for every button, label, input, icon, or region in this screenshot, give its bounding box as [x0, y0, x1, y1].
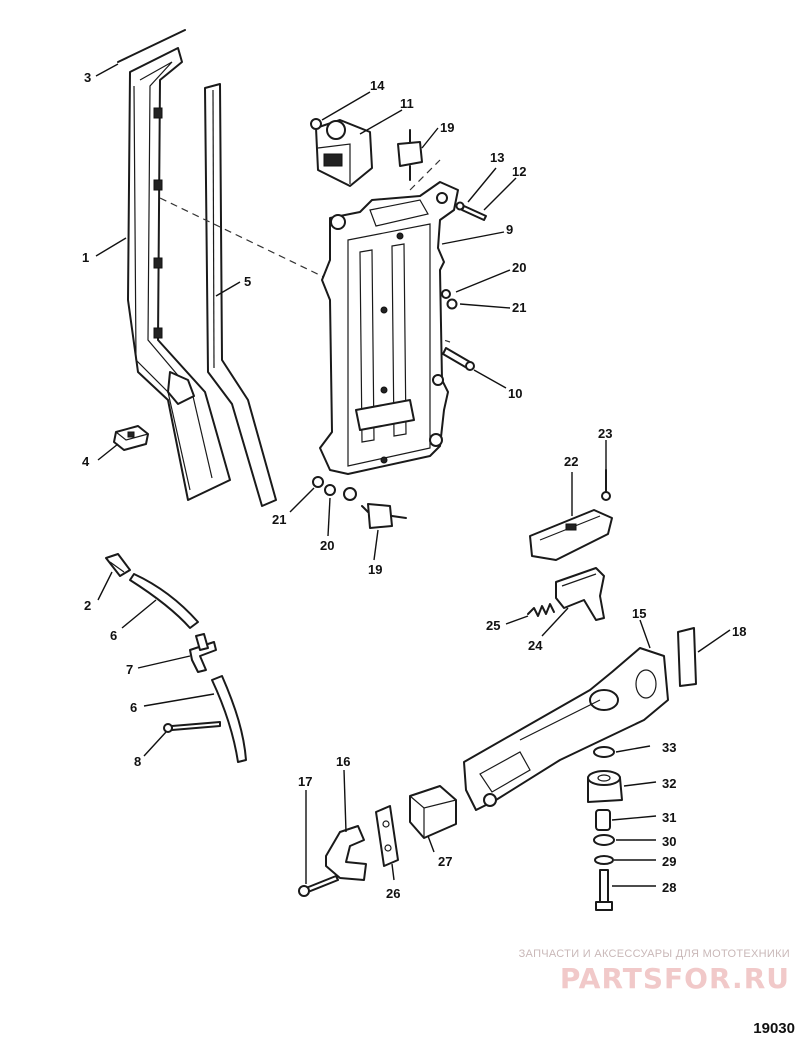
part-8-probe [163, 721, 221, 733]
part-9-swivel-plate [319, 181, 459, 475]
callout-2: 2 [84, 598, 91, 613]
callout-32: 32 [662, 776, 676, 791]
callout-6-lower: 6 [130, 700, 137, 715]
part-12-bolt [461, 205, 487, 221]
part-27-block [409, 785, 457, 839]
part-29-washer [594, 855, 614, 865]
part-20-washer-lower [324, 484, 357, 501]
callout-26: 26 [386, 886, 400, 901]
part-6-hose-lower [211, 675, 247, 763]
callout-30: 30 [662, 834, 676, 849]
part-5-strip [204, 83, 277, 507]
part-19-upper-mount [397, 129, 423, 181]
callout-6-upper: 6 [110, 628, 117, 643]
part-30-washer [593, 834, 615, 846]
part-18-pad [677, 627, 697, 687]
part-14-nut [310, 118, 322, 130]
callout-15: 15 [632, 606, 646, 621]
callout-18: 18 [732, 624, 746, 639]
part-24-latch [555, 567, 605, 621]
watermark-caption: ЗАПЧАСТИ И АКСЕССУАРЫ ДЛЯ МОТОТЕХНИКИ [518, 948, 790, 960]
part-32-grommet [587, 770, 623, 803]
part-7-tee-fitting [189, 633, 217, 673]
part-16-bracket [325, 825, 367, 881]
callout-33: 33 [662, 740, 676, 755]
part-3-rod [117, 29, 186, 63]
leader-lines [95, 63, 731, 887]
callout-27: 27 [438, 854, 452, 869]
callout-7: 7 [126, 662, 133, 677]
callout-21-upper: 21 [512, 300, 526, 315]
callout-25: 25 [486, 618, 500, 633]
part-21-nut-lower [312, 476, 324, 488]
callout-labels: 3 1 4 5 14 11 19 13 12 9 20 21 10 21 20 … [82, 70, 746, 901]
part-19-lower-mount [361, 503, 407, 529]
part-17-bolt [298, 875, 339, 897]
part-4-block [113, 425, 149, 451]
callout-14: 14 [370, 78, 385, 93]
callout-10: 10 [508, 386, 522, 401]
callout-5: 5 [244, 274, 251, 289]
callout-20-upper: 20 [512, 260, 526, 275]
callout-8: 8 [134, 754, 141, 769]
part-25-spring [527, 603, 555, 617]
callout-19-lower: 19 [368, 562, 382, 577]
callout-22: 22 [564, 454, 578, 469]
callout-1: 1 [82, 250, 89, 265]
callout-9: 9 [506, 222, 513, 237]
callout-31: 31 [662, 810, 676, 825]
part-6-hose-upper [129, 573, 199, 629]
part-22-cover [529, 509, 613, 561]
part-15-tilt-arm [463, 647, 669, 811]
watermark-logo: PARTSFOR.RU [559, 962, 790, 995]
part-13-washer [455, 201, 465, 211]
callout-19-upper: 19 [440, 120, 454, 135]
callout-20-lower: 20 [320, 538, 334, 553]
part-10-bolt [442, 347, 475, 371]
part-28-bolt [595, 869, 613, 911]
part-23-screw [601, 469, 611, 501]
callout-13: 13 [490, 150, 504, 165]
callout-28: 28 [662, 880, 676, 895]
callout-21-lower: 21 [272, 512, 286, 527]
callout-29: 29 [662, 854, 676, 869]
callout-12: 12 [512, 164, 526, 179]
part-1-channel-bracket [127, 47, 231, 501]
callout-24: 24 [528, 638, 543, 653]
part-21-nut-upper [446, 298, 458, 310]
callout-23: 23 [598, 426, 612, 441]
part-33-washer [593, 746, 615, 758]
callout-3: 3 [84, 70, 91, 85]
callout-17: 17 [298, 774, 312, 789]
part-31-sleeve [595, 809, 611, 831]
part-2-fitting [105, 553, 131, 577]
callout-4: 4 [82, 454, 90, 469]
callout-16: 16 [336, 754, 350, 769]
part-26-plate [375, 805, 399, 867]
part-20-washer-upper [441, 289, 451, 299]
figure-number: 19030 [753, 1020, 795, 1037]
part-11-mount [315, 119, 373, 187]
callout-11: 11 [400, 96, 414, 111]
